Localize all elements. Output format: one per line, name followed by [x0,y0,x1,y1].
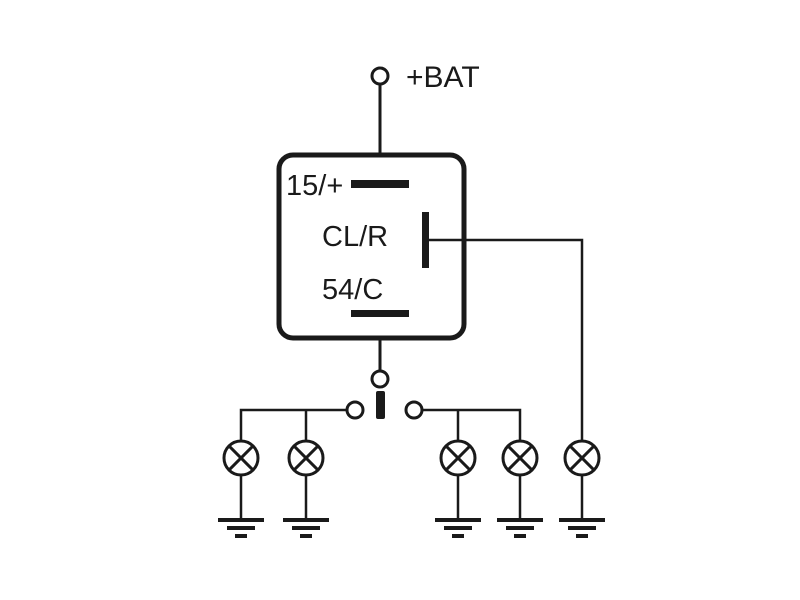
left-lamp-bus [239,408,347,441]
ground-icon [283,475,329,538]
battery-label: +BAT [406,61,480,94]
right-rear-lamp [501,439,539,477]
indicator-lamps [222,439,601,477]
control-lamp-wire [429,238,584,442]
switch-lever [376,391,385,419]
turn-signal-switch [345,369,424,420]
terminal-clr-label: CL/R [322,221,388,253]
left-rear-lamp [287,439,325,477]
ground-icon [218,475,264,538]
left-front-lamp [222,439,260,477]
ground-icon [559,475,605,538]
ground-symbols [218,475,605,538]
ground-icon [497,475,543,538]
right-lamp-bus [422,408,522,441]
switch-common-contact [370,369,390,389]
switch-left-contact [345,400,365,420]
switch-right-contact [404,400,424,420]
terminal-clr-pin [422,212,429,268]
ground-icon [435,475,481,538]
terminal-54-pin [351,310,409,317]
terminal-54-label: 54/C [322,274,383,306]
terminal-15-pin [351,180,409,188]
lamp-cross-line [444,444,472,472]
battery-terminal [370,66,390,86]
flasher-relay-box [276,152,467,341]
lamp-cross-line [292,444,320,472]
lamp-cross-line [227,444,255,472]
right-front-lamp [439,439,477,477]
terminal-15-label: 15/+ [286,170,343,202]
lamp-cross-line [506,444,534,472]
lamp-cross-line [568,444,596,472]
control-lamp [563,439,601,477]
